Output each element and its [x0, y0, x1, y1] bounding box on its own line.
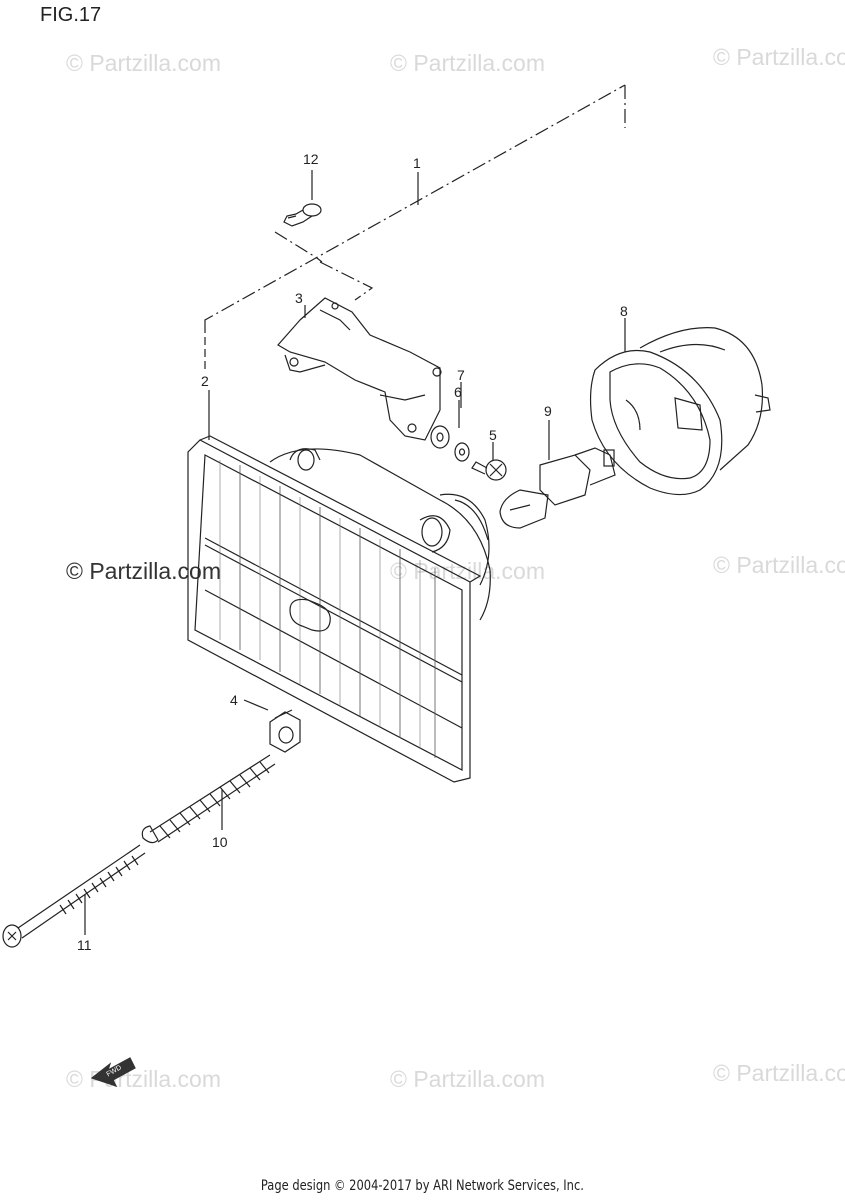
spring-10	[141, 754, 276, 844]
callout-9: 9	[544, 403, 552, 419]
watermark: © Partzilla.com	[390, 50, 545, 76]
watermark: © Partzilla.com	[66, 1066, 221, 1092]
bulb-9	[499, 447, 616, 529]
figure-title: FIG.17	[40, 4, 102, 26]
washer-6	[454, 442, 470, 462]
callout-11: 11	[77, 937, 92, 953]
leader-1	[204, 84, 626, 325]
socket-cover-8	[589, 327, 771, 496]
callout-4: 4	[230, 692, 238, 708]
callout-1: 1	[413, 155, 421, 171]
watermark: © Partzilla.com	[713, 552, 845, 578]
clip-4	[269, 709, 301, 753]
watermark: © Partzilla.com	[713, 44, 845, 70]
fwd-arrow-icon	[90, 1057, 136, 1088]
bracket-3	[277, 297, 442, 441]
bolt-12	[283, 170, 322, 227]
watermark: © Partzilla.com	[390, 1066, 545, 1092]
long-screw-11	[2, 844, 146, 948]
callout-3: 3	[295, 290, 303, 306]
washer-7	[430, 425, 450, 449]
callout-12: 12	[303, 151, 319, 167]
page-footer: Page design © 2004-2017 by ARI Network S…	[260, 1178, 584, 1194]
leader-4	[243, 699, 269, 711]
callout-10: 10	[212, 834, 228, 850]
watermark: © Partzilla.com	[390, 558, 545, 584]
headlight-unit-2	[187, 435, 491, 783]
callout-7: 7	[457, 367, 465, 383]
callout-6: 6	[454, 384, 462, 400]
screw-5	[471, 459, 507, 481]
watermark-featured: © Partzilla.com	[66, 558, 221, 584]
callout-2: 2	[201, 373, 209, 389]
callout-8: 8	[620, 303, 628, 319]
watermark: © Partzilla.com	[713, 1060, 845, 1086]
watermark: © Partzilla.com	[66, 50, 221, 76]
callout-5: 5	[489, 427, 497, 443]
